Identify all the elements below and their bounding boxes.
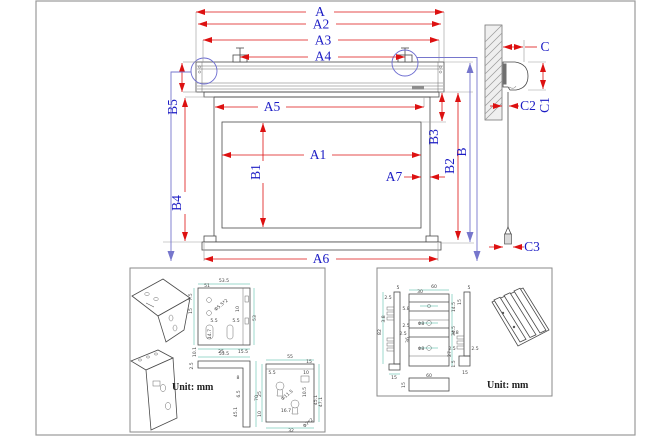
detail-dim: 10: [235, 306, 241, 312]
detail-dim: 15: [188, 308, 194, 314]
dim-label-a5: A5: [264, 99, 281, 114]
detail-dim: 10: [257, 411, 263, 417]
detail-dim: 47.1: [318, 397, 324, 407]
detail-dim: 5.8: [402, 306, 409, 312]
detail-dim: 2.5: [399, 331, 406, 337]
detail-dim: 25: [257, 391, 263, 397]
brand-logo-mark: [412, 86, 424, 90]
detail-dim: 7.5: [188, 293, 194, 300]
detail-dim: 16.7: [281, 408, 291, 414]
detail-dim: 2.5: [189, 362, 195, 369]
detail-dim: 6.5: [236, 390, 242, 397]
front-view: [190, 47, 445, 251]
dim-label-a7: A7: [386, 169, 403, 184]
detail-box-left: 53.5 51 7.5 15 Φ5.5*2 10 5.5 5.5 53 14.7…: [129, 267, 326, 434]
iso-bracket-l: [130, 349, 178, 431]
detail-dim: 55: [287, 354, 293, 360]
dimension-lines: A A2 A3 A4 A5 A1 A6 A7 B5 B4: [165, 4, 474, 266]
detail-dim: 70: [254, 395, 260, 401]
detail-dim: 15: [391, 375, 397, 381]
case-profile: [502, 61, 529, 91]
detail-dim: 60: [431, 284, 437, 290]
detail-dim: 45.1: [313, 395, 319, 405]
dim-label-b: B: [454, 147, 469, 156]
wall-section: [484, 24, 503, 121]
dim-label-b1: B1: [248, 164, 263, 180]
detail-dim: 30: [417, 289, 423, 295]
dim-label-b2: B2: [442, 158, 457, 174]
detail-dim: 53.5: [219, 351, 229, 357]
dim-label-a1: A1: [310, 147, 327, 162]
detail-dim: 2.5: [448, 346, 455, 352]
detail-dim: 15: [401, 382, 407, 388]
l-profile-drawing-2d: 53.5 2.5 8 6.5 70 45.1: [189, 351, 260, 428]
dim-label-a3: A3: [315, 33, 332, 48]
dim-label-c: C: [540, 39, 549, 54]
iso-bracket-plate: [131, 278, 191, 343]
dim-label-c1: C1: [537, 97, 552, 113]
detail-dim: 8: [237, 375, 240, 381]
detail-dim: 15: [306, 359, 312, 365]
dim-label-b5: B5: [165, 99, 180, 115]
dim-label-a: A: [315, 4, 325, 19]
unit-label-right: Unit: mm: [487, 380, 529, 391]
detail-dim: 2.5: [384, 295, 391, 301]
detail-dim: 10.1: [192, 347, 198, 357]
detail-dim: 10: [303, 370, 309, 376]
dim-label-c3: C3: [524, 239, 540, 254]
detail-dim: 25: [218, 349, 224, 355]
viewing-area: [221, 121, 422, 229]
detail-dim: 14.7: [207, 329, 213, 339]
detail-dim: 3.8: [381, 315, 387, 322]
fabric-and-weight: [504, 92, 512, 245]
detail-dim: Φ8: [418, 346, 425, 352]
detail-dim: 60: [426, 373, 432, 379]
detail-dim: Φ8: [418, 321, 425, 327]
dim-label-a2: A2: [313, 17, 330, 32]
extension-lines: [163, 12, 546, 261]
left-detail-callout-circle: [190, 57, 218, 85]
detail-dim: 53.5: [219, 278, 229, 284]
detail-dim: 10.5: [302, 387, 308, 397]
bracket-profile-right: 5 15 5.8 2.5 2.5 1.5 15: [448, 285, 478, 376]
callout-leaders: [167, 57, 481, 261]
detail-dim: 15: [462, 370, 468, 376]
page-border: [35, 0, 636, 436]
detail-dim: 5: [397, 285, 400, 291]
detail-dim: 1.5: [451, 360, 457, 367]
detail-dim: 27: [447, 351, 453, 357]
detail-dim: 51: [204, 283, 210, 289]
detail-dim: 45.1: [233, 407, 239, 417]
detail-dim: 15: [457, 299, 463, 305]
detail-dim: 14.5: [451, 302, 457, 312]
dim-label-a6: A6: [313, 251, 330, 266]
iso-wall-bracket: [491, 287, 550, 347]
dim-label-b4: B4: [169, 195, 184, 211]
detail-dim: 82: [377, 329, 383, 335]
detail-dim: 2.5: [471, 346, 478, 352]
detail-dim: 53: [252, 315, 258, 321]
dim-label-b3: B3: [426, 129, 441, 145]
bottom-bar: [201, 235, 442, 251]
detail-box-right: 5 2.5 5.8 3.8 2.5 2.5 82 36 15: [376, 267, 553, 397]
bracket-front-view: 30 60 Φ8 Φ8 14.5 34.5 27 60 15: [401, 284, 457, 392]
unit-label-left: Unit: mm: [172, 382, 214, 393]
dim-label-c2: C2: [520, 98, 536, 113]
detail-dim: 5.5: [232, 318, 239, 324]
detail-dim: 2.5: [402, 323, 409, 329]
detail-dim: 36: [405, 337, 411, 343]
detail-dim: 5.8: [451, 330, 458, 336]
detail-dim: 34.5: [451, 326, 457, 336]
detail-dim: 5.5: [210, 318, 217, 324]
detail-dim: 32: [288, 428, 294, 434]
bracket-profile-left: 5 2.5 5.8 3.8 2.5 2.5 82 36 15: [377, 285, 411, 381]
dim-label-a4: A4: [315, 49, 332, 64]
side-view: C C1 C2 C3: [484, 24, 552, 254]
detail-dim: 5.5: [268, 370, 275, 376]
detail-dim: 15.5: [238, 349, 248, 355]
right-detail-callout-circle: [391, 49, 419, 77]
detail-dim: 5: [468, 285, 471, 291]
